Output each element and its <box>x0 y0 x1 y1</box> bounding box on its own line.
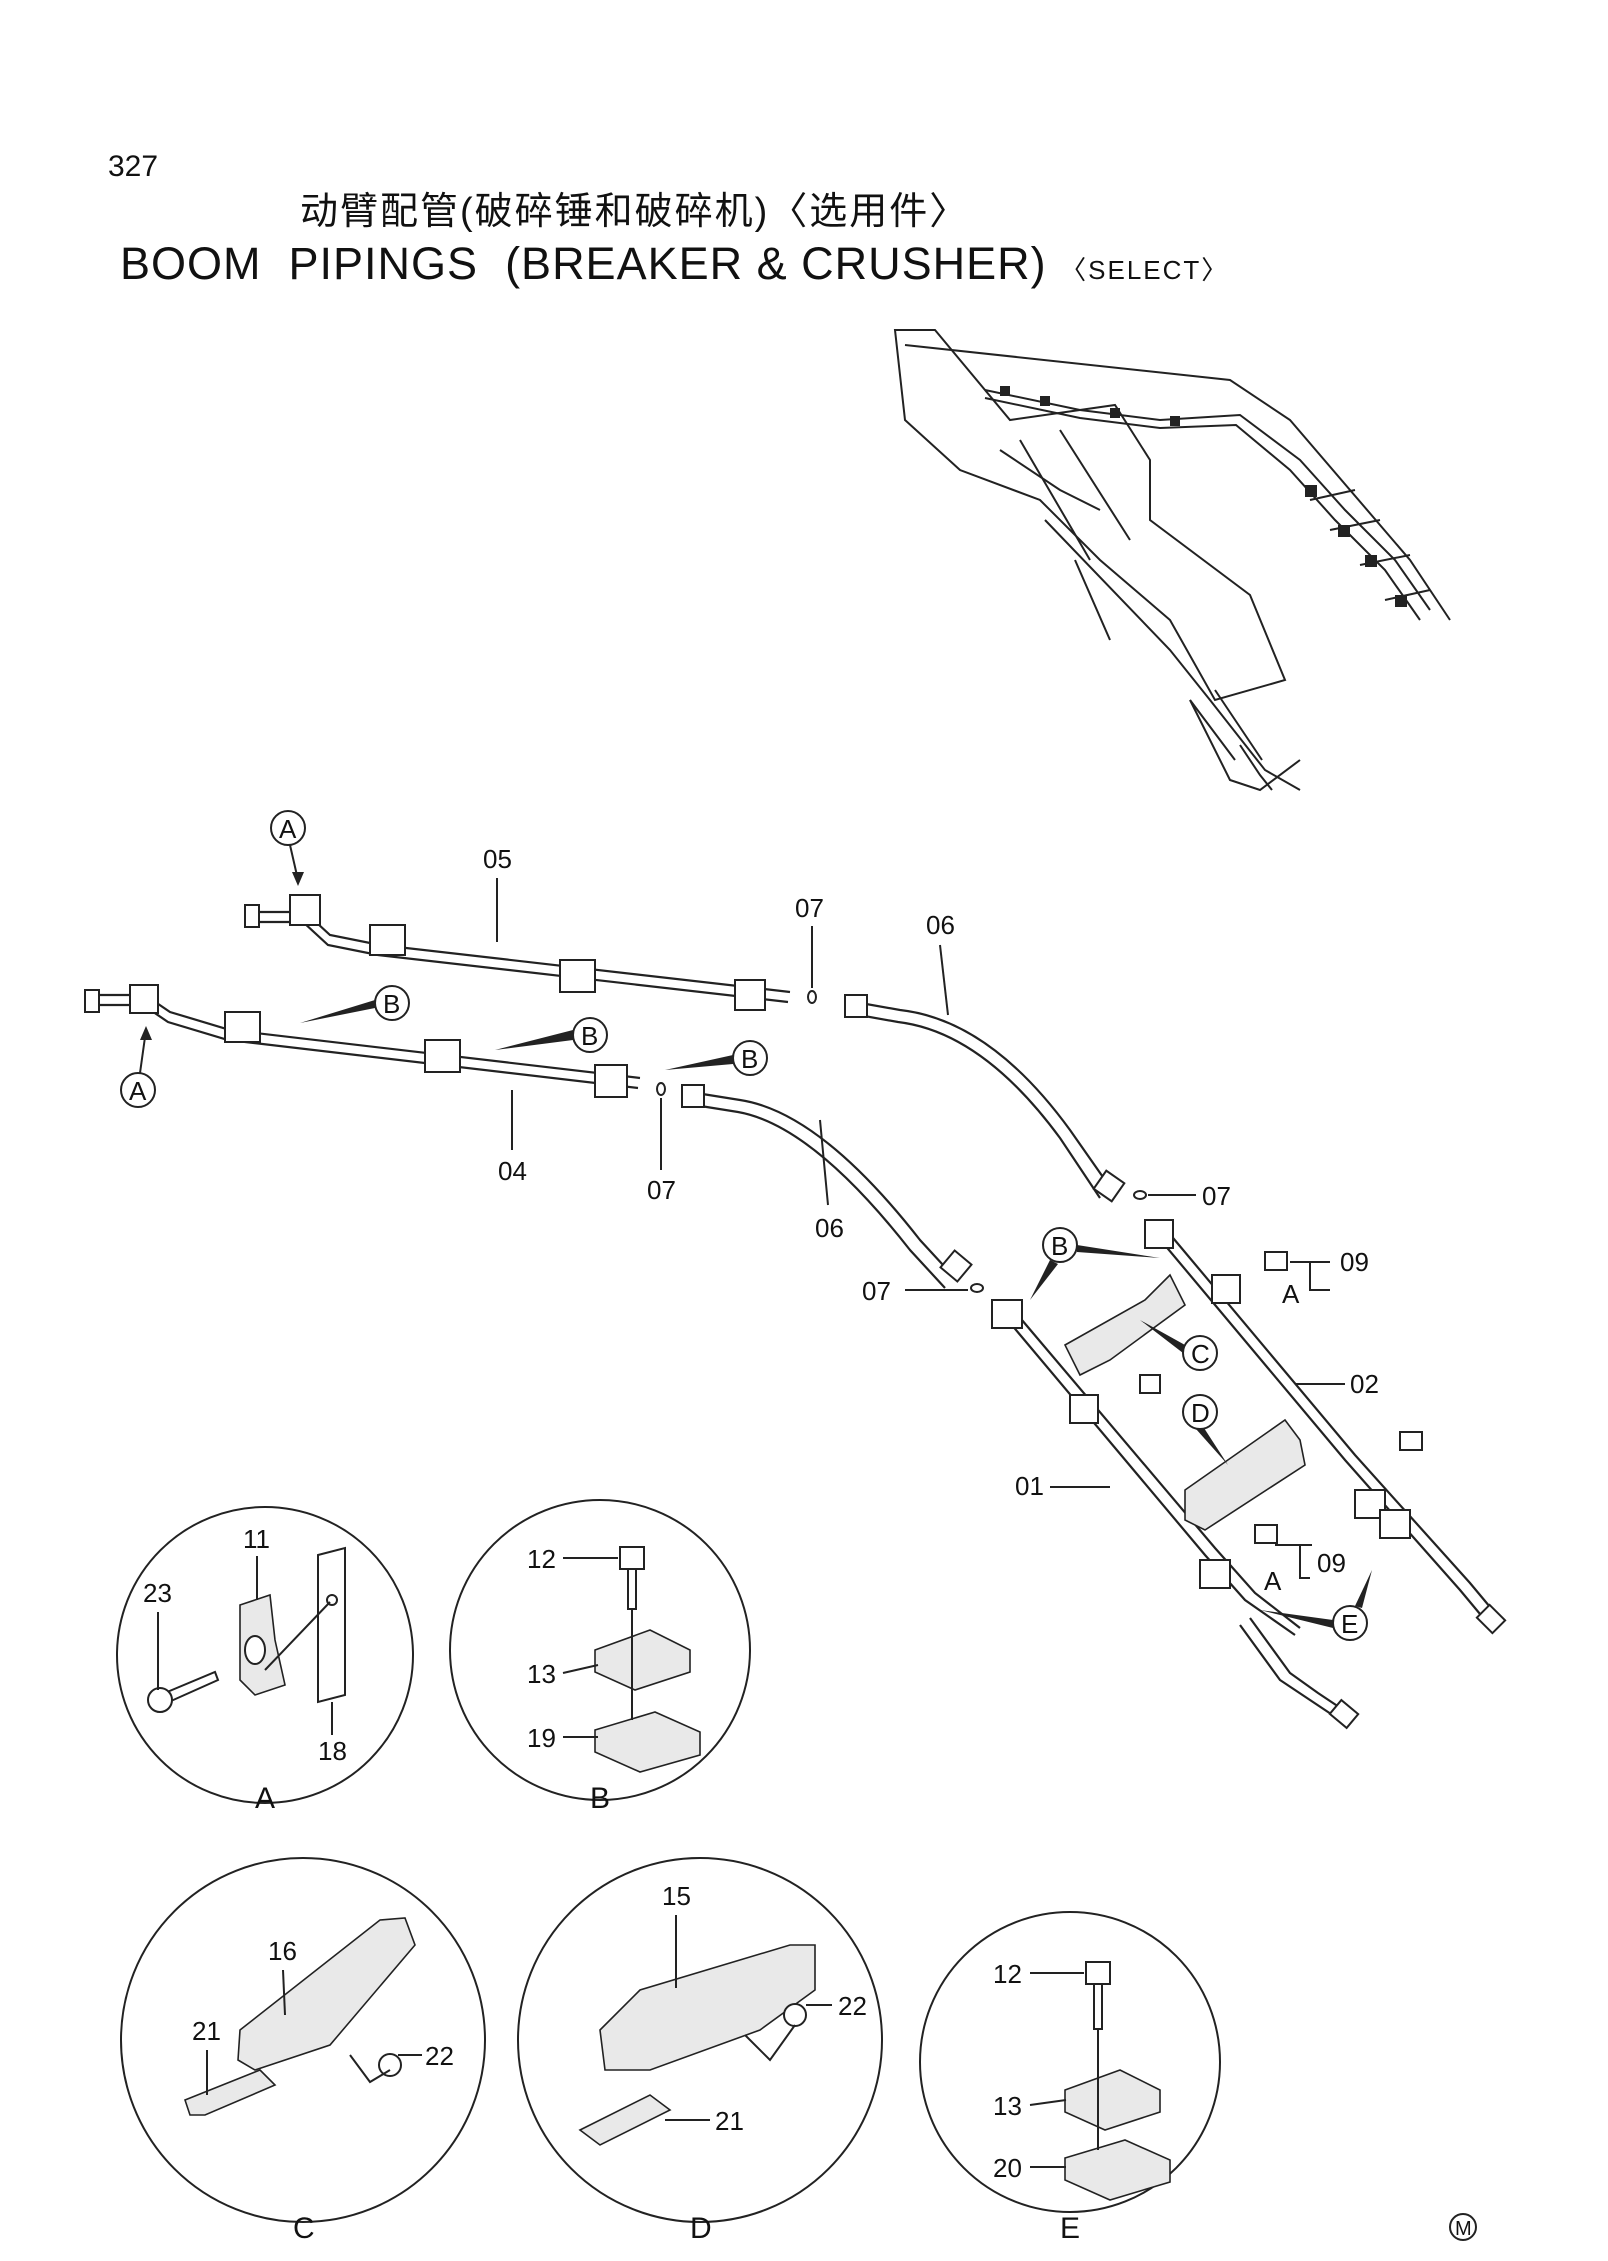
detail-d-label-15: 15 <box>662 1881 691 1911</box>
label-07-a: 07 <box>795 893 824 923</box>
label-a-upper: A <box>1282 1279 1300 1309</box>
svg-text:C: C <box>1191 1339 1210 1369</box>
detail-c-caption: C <box>293 2212 315 2245</box>
detail-e-caption: E <box>1060 2212 1080 2245</box>
detail-c-label-21: 21 <box>192 2016 221 2046</box>
detail-a-caption: A <box>255 1782 275 1815</box>
detail-d-label-22: 22 <box>838 1991 867 2021</box>
detail-d: D 15 22 21 <box>517 1857 883 2245</box>
label-06-lower: 06 <box>815 1213 844 1243</box>
detail-c-label-16: 16 <box>268 1936 297 1966</box>
svg-text:B: B <box>741 1044 758 1074</box>
callout-c: C <box>1140 1320 1218 1371</box>
svg-text:B: B <box>581 1021 598 1051</box>
o-ring-07 <box>656 990 1147 1293</box>
bracket-c <box>1063 1273 1187 1377</box>
main-pipe-assembly <box>84 894 1507 1730</box>
footer-mark: M <box>1449 2213 1477 2241</box>
detail-c: C 16 21 22 <box>120 1857 486 2245</box>
callout-a-top: A <box>270 810 306 886</box>
label-07-b: 07 <box>647 1175 676 1205</box>
label-04: 04 <box>498 1156 527 1186</box>
page-number: 327 <box>108 150 159 183</box>
svg-text:A: A <box>129 1076 147 1106</box>
callout-b-2: B <box>495 1017 608 1053</box>
title-english: BOOM PIPINGS (BREAKER & CRUSHER) 〈SELECT… <box>120 238 1229 290</box>
title-english-main: BOOM PIPINGS (BREAKER & CRUSHER) <box>120 238 1047 289</box>
svg-text:E: E <box>1341 1609 1358 1639</box>
callout-b-1: B <box>300 985 410 1023</box>
clamp-05 <box>289 894 766 1011</box>
svg-text:B: B <box>1051 1231 1068 1261</box>
callout-e: E <box>1260 1570 1372 1641</box>
detail-e-label-13: 13 <box>993 2091 1022 2121</box>
callout-markers: A A B B B B C D E <box>120 810 1372 1641</box>
detail-c-label-22: 22 <box>425 2041 454 2071</box>
callout-d: D <box>1182 1394 1228 1465</box>
label-06-upper: 06 <box>926 910 955 940</box>
svg-text:B: B <box>383 989 400 1019</box>
callout-a-left: A <box>120 1026 156 1108</box>
clamp-04 <box>129 984 628 1098</box>
label-07-c: 07 <box>1202 1181 1231 1211</box>
label-02: 02 <box>1350 1369 1379 1399</box>
title-select-tag: 〈SELECT〉 <box>1060 255 1230 285</box>
label-01: 01 <box>1015 1471 1044 1501</box>
svg-text:D: D <box>1191 1398 1210 1428</box>
clamp-01-02 <box>991 1219 1411 1589</box>
title-chinese: 动臂配管(破碎锤和破碎机)〈选用件〉 <box>300 191 970 233</box>
detail-a-label-23: 23 <box>143 1578 172 1608</box>
label-07-d: 07 <box>862 1276 891 1306</box>
bolt-09 <box>1139 1251 1423 1544</box>
detail-b-label-12: 12 <box>527 1544 556 1574</box>
detail-b: B 12 13 19 <box>449 1499 751 1815</box>
machine-overview-sketch <box>893 329 1451 792</box>
label-05: 05 <box>483 844 512 874</box>
detail-b-label-19: 19 <box>527 1723 556 1753</box>
bracket-d <box>1184 1418 1306 1531</box>
detail-e: E 12 13 20 <box>919 1911 1221 2245</box>
detail-e-label-12: 12 <box>993 1959 1022 1989</box>
label-a-lower: A <box>1264 1566 1282 1596</box>
detail-a-label-11: 11 <box>243 1524 270 1554</box>
callout-b-4: B <box>1030 1227 1160 1300</box>
callout-b-3: B <box>665 1040 768 1076</box>
detail-a: A 11 23 18 <box>116 1506 414 1815</box>
label-09-upper: 09 <box>1340 1247 1369 1277</box>
main-part-labels: 05 04 06 06 07 07 07 07 09 09 A A 02 01 <box>483 844 1379 1596</box>
detail-e-label-20: 20 <box>993 2153 1022 2183</box>
detail-d-caption: D <box>690 2212 712 2245</box>
detail-b-label-13: 13 <box>527 1659 556 1689</box>
detail-a-label-18: 18 <box>318 1736 347 1766</box>
svg-text:A: A <box>279 814 297 844</box>
detail-b-caption: B <box>590 1782 610 1815</box>
detail-d-label-21: 21 <box>715 2106 744 2136</box>
label-09-lower: 09 <box>1317 1548 1346 1578</box>
svg-text:M: M <box>1455 2218 1472 2240</box>
